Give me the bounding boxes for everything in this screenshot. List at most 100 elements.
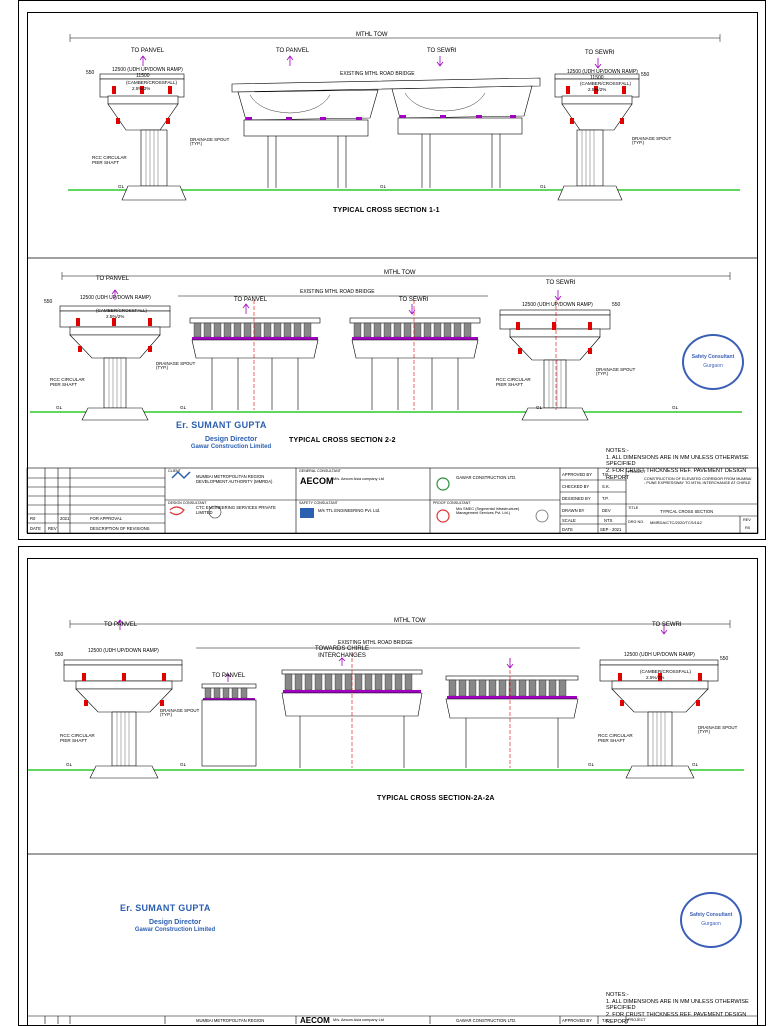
s3-dim-right: 550 xyxy=(720,656,729,662)
s2-dim-right: 550 xyxy=(612,302,621,308)
sheet-1-border xyxy=(18,0,766,540)
signatory-name: Er. SUMANT GUPTA xyxy=(176,420,267,430)
rev-label: REV xyxy=(743,518,751,522)
s2-right-dir: TO SEWRI xyxy=(546,280,576,286)
safety-label: SAFETY CONSULTANT xyxy=(299,501,338,505)
s2-mid-right-dir: TO SEWRI xyxy=(399,297,429,303)
scale-label: SCALE xyxy=(562,518,576,523)
stamp-city: Gurgaon xyxy=(703,363,723,369)
notes-2: NOTES:- 1. ALL DIMENSIONS ARE IN MM UNLE… xyxy=(606,992,768,1026)
s1-slope-right: 2.5%/2% xyxy=(588,87,607,92)
s3-right-ramp xyxy=(599,659,719,779)
gc-name: AECOM xyxy=(300,476,334,486)
approved-value-2: T.P. xyxy=(602,1018,609,1023)
s3-mid-left-dir: TO PANVEL xyxy=(212,673,246,679)
s2-right-ramp-label: 12500 (UDH UP/DOWN RAMP) xyxy=(522,302,593,308)
s3-mid-dir: TOWARDS CHIRLE INTERCHANGES xyxy=(314,646,369,659)
s3-left-ramp-label: 12500 (UDH UP/DOWN RAMP) xyxy=(88,648,159,654)
project-name: CONSTRUCTION OF ELEVATED CORRIDOR FROM M… xyxy=(644,477,752,486)
s2-gl-2: GL xyxy=(180,405,187,410)
s1-right-ramp xyxy=(554,73,640,201)
gc-sub-2: M/s. Aecom Asia company Ltd xyxy=(333,1018,384,1022)
s3-girders xyxy=(196,647,580,768)
s1-right-ramp-label: 12500 (UDH UP/DOWN RAMP) xyxy=(567,69,638,75)
title-value: TYPICAL CROSS SECTION xyxy=(660,509,714,514)
s1-drainage-right: DRAINAGE SPOUT (TYP.) xyxy=(632,136,672,146)
notes-title: NOTES:- xyxy=(606,448,629,454)
s1-existing-bridge xyxy=(231,77,541,188)
s1-left-ramp-label: 12500 (UDH UP/DOWN RAMP) xyxy=(112,67,183,73)
scale-value: NTS xyxy=(604,518,613,523)
project-label: PROJECT xyxy=(628,470,646,474)
signatory-name: Er. SUMANT GUPTA xyxy=(120,903,211,913)
note-2: 2. FOR CRUST THICKNESS REF. PAVEMENT DES… xyxy=(606,1012,747,1025)
s2-mid-left-dir: TO PANVEL xyxy=(234,297,268,303)
stamp-text: Safety Consultant xyxy=(691,354,735,360)
designed-value: T.P. xyxy=(602,496,609,501)
rev-header-desc: DESCRIPTION OF REVISIONS xyxy=(90,526,150,531)
rev-value: R0 xyxy=(745,525,751,530)
s3-pier-right: RCC CIRCULAR PIER SHAFT xyxy=(598,733,633,743)
safety-stamp-1: Safety Consultant Gurgaon xyxy=(682,334,744,390)
approved-value: T.P. xyxy=(602,472,609,477)
s1-pier-label: RCC CIRCULAR PIER SHAFT xyxy=(92,155,127,165)
s3-left-ramp xyxy=(63,659,183,779)
s2-left-ramp-label: 12500 (UDH UP/DOWN RAMP) xyxy=(80,295,151,301)
sheet-1-drawing xyxy=(26,34,759,534)
s3-slope: 2.5%/2% xyxy=(646,675,665,680)
notes-1: NOTES:- 1. ALL DIMENSIONS ARE IN MM UNLE… xyxy=(606,448,768,482)
signatory-designation: Design Director xyxy=(148,919,202,927)
s2-left-dir: TO PANVEL xyxy=(96,276,130,282)
s1-slope-left: 2.5%/2% xyxy=(132,86,151,91)
s2-slope: 2.5%/2% xyxy=(106,314,125,319)
s2-caption: TYPICAL CROSS SECTION 2-2 xyxy=(289,437,396,444)
signature-block-1: Er. SUMANT GUPTA Design Director Gawar C… xyxy=(176,420,286,450)
client-name-2: MUMBAI METROPOLITAN REGION xyxy=(196,1018,265,1023)
safety-name: M/s TTL ENGINEERING Pvt. Ltd. xyxy=(318,508,381,513)
client-label: CLIENT xyxy=(168,469,181,473)
contractor-name-2: GAWAR CONSTRUCTION LTD. xyxy=(456,1018,517,1023)
approved-label-2: APPROVED BY xyxy=(562,1018,593,1023)
rev-row-rev: R0 xyxy=(30,516,36,521)
s2-camber: (CAMBER/CROSSFALL) xyxy=(96,308,148,313)
s3-gl-4: GL xyxy=(692,762,699,767)
signatory-designation: Design Director xyxy=(204,436,258,444)
checked-label: CHECKED BY xyxy=(562,484,590,489)
s1-caption: TYPICAL CROSS SECTION 1-1 xyxy=(333,207,440,214)
gc-label: GENERAL CONSULTANT xyxy=(299,469,341,473)
s3-caption: TYPICAL CROSS SECTION-2A-2A xyxy=(377,795,495,802)
s3-overall-dim: MTHL TOW xyxy=(394,618,426,624)
s2-pier-right: RCC CIRCULAR PIER SHAFT xyxy=(496,377,531,387)
s1-mid-left-dir: TO PANVEL xyxy=(276,48,310,54)
signatory-company: Gawar Construction Limited xyxy=(190,443,272,450)
s1-left-dir: TO PANVEL xyxy=(131,48,165,54)
s2-gl-1: GL xyxy=(56,405,63,410)
s3-dim-left: 550 xyxy=(55,652,64,658)
s3-camber: (CAMBER/CROSSFALL) xyxy=(640,669,692,674)
s1-dim-right: 550 xyxy=(641,72,650,78)
s1-right-dir: TO SEWRI xyxy=(585,50,615,56)
s2-pier-left: RCC CIRCULAR PIER SHAFT xyxy=(50,377,85,387)
date-label: DATE xyxy=(562,527,573,532)
s2-right-ramp xyxy=(499,309,611,421)
sheet-2-drawing xyxy=(27,619,758,1024)
note-2: 2. FOR CRUST THICKNESS REF. PAVEMENT DES… xyxy=(606,468,747,481)
s1-existing-bridge-label: EXISTING MTHL ROAD BRIDGE xyxy=(340,71,415,77)
s1-carriageway-right: 11500 xyxy=(590,75,604,81)
rev-header-date: DATE xyxy=(30,526,41,531)
s2-overall-dim: MTHL TOW xyxy=(384,270,416,276)
checked-value: S.K. xyxy=(602,484,610,489)
drawn-label: DRAWN BY xyxy=(562,508,585,513)
title-label: TITLE xyxy=(628,506,639,510)
project-label-2: PROJECT xyxy=(628,1018,646,1022)
s1-drainage-left: DRAINAGE SPOUT (TYP.) xyxy=(190,137,230,147)
stamp-text: Safety Consultant xyxy=(689,912,733,918)
gc-sub: M/s. Aecom Asia company Ltd xyxy=(333,477,384,481)
rev-row-date: 2021 xyxy=(60,516,70,521)
notes-title: NOTES:- xyxy=(606,992,629,998)
s2-left-ramp xyxy=(59,305,171,421)
dwg-value: MMRDA/CTC/2020/TCS/1&2 xyxy=(650,520,702,525)
contractor-name: GAWAR CONSTRUCTION LTD. xyxy=(456,475,517,480)
s3-gl-1: GL xyxy=(66,762,73,767)
sheet-1-inner-border xyxy=(27,12,758,534)
